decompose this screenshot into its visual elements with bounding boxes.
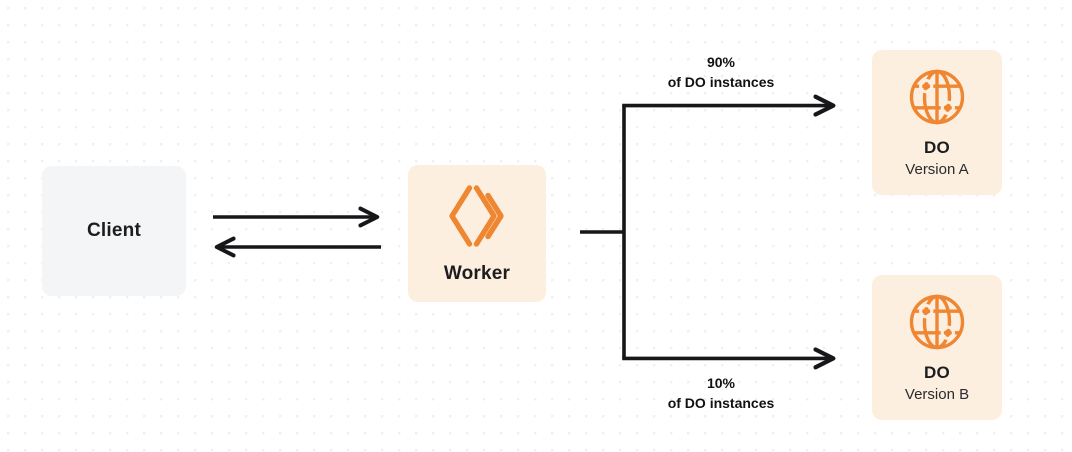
cloudflare-workers-icon — [445, 183, 509, 249]
node-worker-label: Worker — [443, 262, 511, 284]
globe-icon — [908, 293, 966, 351]
node-do-b-label: DO — [924, 362, 950, 382]
branch-bottom-percent: 10% — [706, 375, 736, 391]
node-worker: Worker — [408, 165, 546, 302]
node-do-a-label: DO — [924, 137, 950, 157]
node-do-version-a: DO Version A — [872, 50, 1002, 195]
node-do-a-version: Version A — [905, 160, 969, 178]
node-client-label: Client — [87, 220, 141, 241]
branch-bottom-description: of DO instances — [667, 394, 775, 411]
branch-label-top: 90% of DO instances — [628, 53, 814, 93]
branch-label-bottom: 10% of DO instances — [628, 374, 814, 414]
branch-top-description: of DO instances — [667, 73, 775, 90]
node-do-version-b: DO Version B — [872, 275, 1002, 420]
node-client: Client — [42, 166, 186, 296]
globe-icon — [908, 68, 966, 126]
node-do-b-version: Version B — [904, 385, 970, 403]
branch-top-percent: 90% — [706, 54, 736, 70]
split-connector-trunk — [580, 105, 626, 359]
